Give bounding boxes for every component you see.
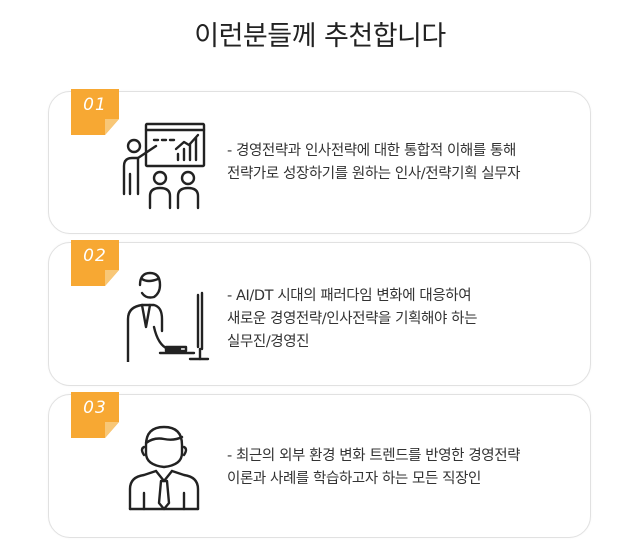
recommend-card-1: 01 - 경영전략과 인사전략에 대한 통합적 이해를 통해 [48,89,591,234]
recommend-card-3: 03 - 최근의 외부 환경 변화 트렌드를 반영한 경영전략 이론과 사례를 … [48,392,591,538]
businessman-tie-icon [114,419,214,514]
card-description: - AI/DT 시대의 패러다임 변화에 대응하여 새로운 경영전략/인사전략을… [227,285,577,354]
number-badge: 02 [71,240,119,286]
number-badge: 03 [71,392,119,438]
presenter-chart-audience-icon [114,116,214,211]
page-title: 이런분들께 추천합니다 [194,21,446,52]
description-line: 실무진/경영진 [227,334,310,350]
card-description: - 최근의 외부 환경 변화 트렌드를 반영한 경영전략 이론과 사례를 학습하… [227,445,577,491]
card-description: - 경영전략과 인사전략에 대한 통합적 이해를 통해 전략가로 성장하기를 원… [227,140,577,186]
description-line: - 경영전략과 인사전략에 대한 통합적 이해를 통해 [227,143,516,159]
description-line: 새로운 경영전략/인사전략을 기획해야 하는 [227,311,478,327]
person-at-computer-icon [114,267,214,362]
description-line: - AI/DT 시대의 패러다임 변화에 대응하여 [227,288,472,304]
badge-number: 01 [83,95,107,115]
number-badge: 01 [71,89,119,135]
badge-number: 02 [83,246,107,266]
recommend-card-2: 02 - AI/DT 시대의 패러다임 변화에 대응하여 새로운 경영전략/인사… [48,240,591,386]
badge-number: 03 [83,398,107,418]
description-line: 이론과 사례를 학습하고자 하는 모든 직장인 [227,471,481,487]
description-line: 전략가로 성장하기를 원하는 인사/전략기획 실무자 [227,166,521,182]
description-line: - 최근의 외부 환경 변화 트렌드를 반영한 경영전략 [227,448,521,464]
